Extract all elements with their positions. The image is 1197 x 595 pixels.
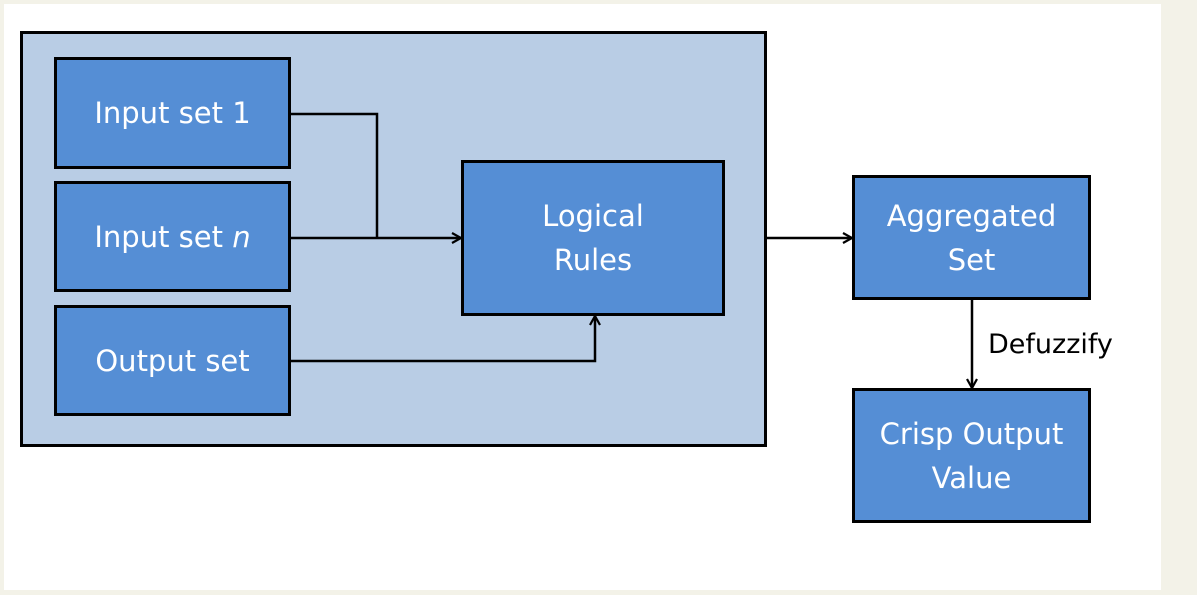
logical-rules-label: Logical Rules: [542, 199, 644, 277]
input-set-n-prefix: Input set: [94, 219, 233, 254]
input-set-1-node: Input set 1: [54, 57, 291, 169]
output-set-node: Output set: [54, 305, 291, 416]
logical-rules-node: Logical Rules: [461, 160, 725, 316]
input-set-1-label: Input set 1: [94, 96, 251, 130]
input-set-n-label: Input set n: [94, 215, 250, 259]
input-set-n-node: Input set n: [54, 181, 291, 292]
output-set-label: Output set: [95, 343, 250, 378]
crisp-output-label: Crisp Output Value: [879, 416, 1064, 495]
input-set-n-variable: n: [232, 219, 251, 254]
defuzzify-label: Defuzzify: [988, 329, 1113, 360]
aggregated-set-node: Aggregated Set: [852, 175, 1091, 300]
crisp-output-node: Crisp Output Value: [852, 388, 1091, 523]
aggregated-set-label: Aggregated Set: [886, 198, 1057, 277]
